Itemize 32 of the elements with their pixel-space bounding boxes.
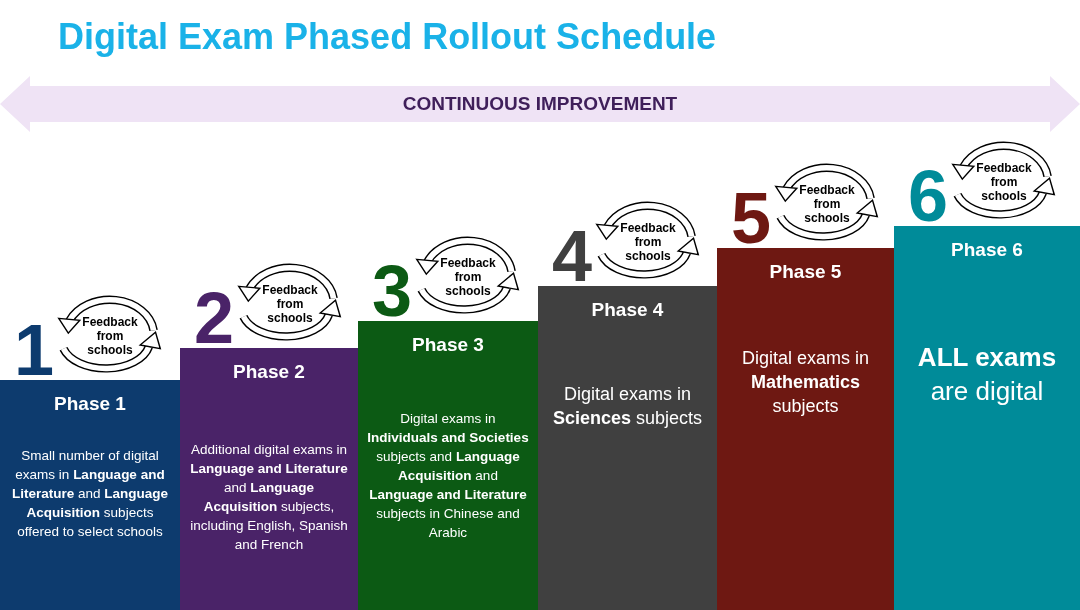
phase-description: Additional digital exams in Language and Literature and Language Acquisition subjects, including English, Spanish and French xyxy=(189,441,349,554)
phase-description: Small number of digital exams in Language and Literature and Language Acquisition subjects offered to select schools xyxy=(10,447,170,541)
phase-number: 5 xyxy=(731,182,772,254)
phase-heading: Phase 2 xyxy=(233,360,305,384)
phase-description: ALL exams are digital xyxy=(916,341,1058,408)
phase-column xyxy=(894,226,1080,610)
phase-column xyxy=(180,348,358,610)
phase-number: 2 xyxy=(194,282,235,354)
phase-description: Digital exams in Mathematics subjects xyxy=(740,347,870,418)
phase-column xyxy=(717,248,894,610)
phase-column xyxy=(538,286,717,610)
phase-description: Digital exams in Sciences subjects xyxy=(551,383,704,430)
banner-label: CONTINUOUS IMPROVEMENT xyxy=(402,91,678,116)
phase-heading: Phase 3 xyxy=(412,333,484,357)
phase-heading: Phase 4 xyxy=(591,298,664,322)
title: Digital Exam Phased Rollout Schedule xyxy=(58,15,717,59)
phase-number: 4 xyxy=(552,220,593,292)
feedback-label: Feedback from schools xyxy=(975,161,1033,203)
feedback-label: Feedback from schools xyxy=(261,283,319,325)
phase-number: 1 xyxy=(14,314,55,386)
phase-number: 6 xyxy=(908,160,949,232)
feedback-label: Feedback from schools xyxy=(81,315,139,357)
feedback-label: Feedback from schools xyxy=(439,256,497,298)
phase-column xyxy=(358,321,538,610)
phase-heading: Phase 5 xyxy=(769,260,842,284)
feedback-label: Feedback from schools xyxy=(798,183,856,225)
phase-heading: Phase 1 xyxy=(54,392,126,416)
phase-column xyxy=(0,380,180,610)
phase-description: Digital exams in Individuals and Societies subjects and Language Acquisition and Language and Literature subjects in Chinese and Arabic xyxy=(366,410,530,542)
feedback-label: Feedback from schools xyxy=(619,221,677,263)
phase-number: 3 xyxy=(372,255,413,327)
phase-heading: Phase 6 xyxy=(951,238,1023,262)
